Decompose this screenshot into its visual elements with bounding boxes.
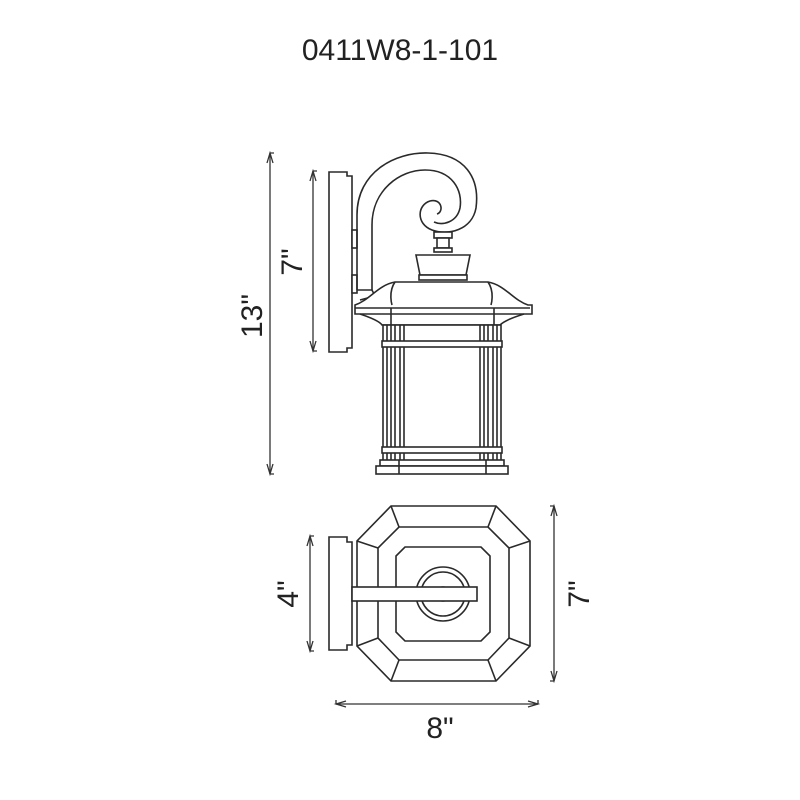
- width-label: 8": [426, 712, 453, 745]
- top-arm: [351, 586, 478, 602]
- overall-height-label: 13": [236, 294, 269, 338]
- model-number-title: 0411W8-1-101: [301, 34, 499, 67]
- top-backplate: [328, 536, 353, 651]
- top-view: 4" 7": [272, 503, 596, 745]
- side-view: 13" 7": [236, 150, 533, 477]
- overall-height-dimension: 13": [236, 150, 274, 477]
- lantern-roof: [354, 281, 533, 315]
- width-dimension: 8": [333, 700, 541, 745]
- backplate-width-label: 4": [272, 580, 305, 607]
- depth-dimension: 7": [550, 503, 596, 684]
- depth-label: 7": [563, 580, 596, 607]
- backplate-width-dimension: 4": [272, 533, 314, 654]
- scroll-arm: [356, 152, 478, 290]
- backplate-height-label: 7": [276, 248, 309, 275]
- wall-backplate: [328, 171, 353, 353]
- lantern-cage: [375, 324, 509, 475]
- backplate-height-dimension: 7": [276, 168, 317, 354]
